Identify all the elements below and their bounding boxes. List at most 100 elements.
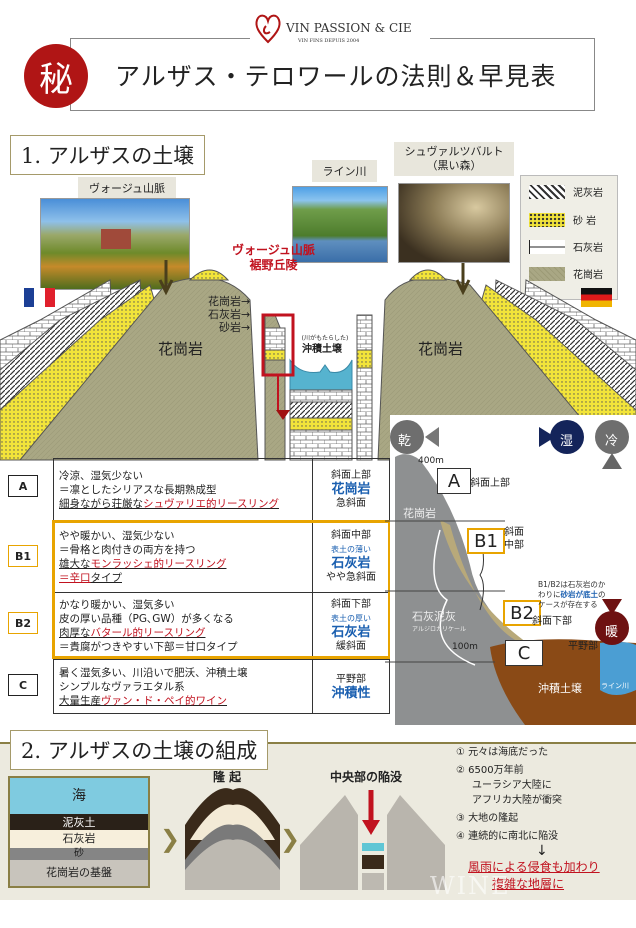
legend-marl: 泥灰岩: [573, 188, 603, 199]
desc-line: かなり暖かい、湿気多い: [59, 599, 175, 611]
style-red: モンラッシェ的リースリング: [90, 557, 227, 570]
slope-position: 斜面中部: [331, 529, 371, 541]
step-4: ④ 連続的に南北に陥没: [456, 831, 559, 842]
style-red: バタール的リースリング: [90, 627, 206, 639]
alluvial-label: 沖積土壌: [302, 344, 342, 355]
section2-rule: [0, 742, 636, 744]
soil-type: 石灰岩: [331, 555, 371, 571]
strata-sand: 砂: [10, 848, 148, 860]
desc-line: ＝凛としたシリアスな長期熟成型: [59, 483, 217, 496]
slope-marker-b2: B2: [503, 600, 541, 626]
wet-circle: [550, 420, 584, 454]
note-post: のケースが存在する: [538, 590, 606, 609]
alluvial-note: (川がもたらした): [301, 335, 349, 342]
terrain-cell: 平野部沖積性: [312, 659, 390, 714]
soil-note: 表土の厚い: [331, 614, 371, 623]
granite-right-label: 花崗岩: [418, 340, 464, 358]
extra-black: ＝貴腐がつきやすい下部＝甘口タイプ: [59, 641, 238, 653]
warm-label: 暖: [605, 625, 619, 640]
style-red: シュヴァリエ的リースリング: [143, 497, 279, 510]
slope-marker-label: 平野部: [568, 641, 598, 652]
initial-strata: 海 泥灰土 石灰岩 砂 花崗岩の基盤: [8, 776, 150, 888]
description-cell: やや暖かい、湿気少ない＝骨格と肉付きの両方を持つ雄大なモンラッシェ的リースリング…: [53, 520, 313, 593]
style-extra: ＝辛口タイプ: [59, 571, 307, 585]
uplift-label: 隆 起: [213, 770, 242, 784]
layer-label-granite: 花崗岩→: [208, 295, 251, 308]
schwarzwald-photo: [398, 183, 510, 263]
table-row: やや暖かい、湿気少ない＝骨格と肉付きの両方を持つ雄大なモンラッシェ的リースリング…: [53, 520, 390, 593]
desc-line: 暑く湿気多い、川沿いで肥沃、沖積土壌: [59, 666, 248, 679]
style-red: ヴァン・ド・ペイ的ワイン: [101, 694, 227, 707]
france-flag-icon: [24, 288, 55, 307]
cold-circle: [595, 420, 629, 454]
section2-title: 2. アルザスの土壌の組成: [10, 730, 269, 770]
extra-black: タイプ: [90, 571, 123, 584]
subsidence-diagram: [300, 790, 445, 890]
strata-marl: 泥灰土: [10, 814, 148, 830]
down-arrow-icon: [276, 410, 290, 420]
row-tag-b1: B1: [8, 545, 38, 567]
soil-legend: 泥灰岩 砂 岩 石灰岩 花崗岩: [520, 175, 618, 300]
strata-granite-base: 花崗岩の基盤: [10, 860, 148, 886]
sandstone-swatch: [529, 212, 565, 227]
conclusion-line1: 風雨による侵食も加わり: [468, 860, 600, 874]
marl-zone-sub: アルジロカリケール: [412, 626, 466, 633]
down-arrow-glyph: ↓: [536, 843, 548, 859]
wine-style: 大量生産ヴァン・ド・ペイ的ワイン: [59, 694, 307, 708]
desc-line: 皮の厚い品種（PG､GW）が多くなる: [59, 613, 234, 625]
slope-marker-b1: B1: [467, 528, 505, 554]
granite-zone-label: 花崗岩: [403, 507, 436, 520]
legend-granite: 花崗岩: [573, 270, 603, 281]
marl-swatch: [529, 184, 565, 199]
desc-line: 冷涼、湿気少ない: [59, 469, 143, 482]
step-2-line2: ユーラシア大陸に: [472, 780, 552, 791]
granite-left-label: 花崗岩: [158, 340, 204, 358]
rhine-photo: [292, 186, 388, 263]
note-blue: 砂岩が底土: [560, 590, 599, 599]
slope-diagram: [385, 415, 636, 725]
section1-title: 1. アルザスの土壌: [10, 135, 206, 175]
foothills-label-line1: ヴォージュ山脈: [232, 243, 315, 257]
slope-grade: やや急斜面: [326, 571, 376, 583]
secret-seal: 秘: [24, 44, 88, 108]
slope-marker-label: 斜面上部: [470, 478, 510, 489]
desc-line: シンプルなヴァラエタル系: [59, 680, 185, 693]
layer-label-sandstone: 砂岩→: [219, 321, 251, 334]
slope-marker-c: C: [505, 640, 543, 666]
note-pre: B1/B2は石灰岩のかわりに: [538, 580, 606, 599]
legend-sandstone: 砂 岩: [573, 216, 597, 227]
warm-circle: [595, 611, 629, 645]
row-tag-b2: B2: [8, 612, 38, 634]
foothills-label-line2: 裾野丘陵: [249, 258, 298, 272]
rhine-zone-label: ライン川: [601, 682, 629, 690]
wine-style: 肉厚なバタール的リースリング: [59, 626, 307, 640]
dry-circle: [390, 420, 424, 454]
style-black: 肉厚な: [59, 627, 91, 639]
logo-sub: VIN FINS DEPUIS 2004: [298, 38, 360, 44]
legend-limestone: 石灰岩: [573, 243, 603, 254]
arrow-right-icon: ❯: [160, 825, 181, 853]
wine-style: 雄大なモンラッシェ的リースリング: [59, 557, 307, 571]
description-cell: かなり暖かい、湿気多い皮の厚い品種（PG､GW）が多くなる肉厚なバタール的リース…: [53, 592, 313, 660]
slope-position: 平野部: [336, 673, 366, 685]
watermark: WINE REPORT: [430, 872, 548, 928]
terrain-cell: 斜面上部花崗岩急斜面: [312, 458, 390, 521]
wet-label: 湿: [560, 434, 574, 449]
desc-line: ＝骨格と肉付きの両方を持つ: [59, 543, 196, 556]
rhine-label: ライン川: [312, 160, 377, 182]
extra-red: ＝辛口: [59, 571, 91, 584]
table-row: かなり暖かい、湿気多い皮の厚い品種（PG､GW）が多くなる肉厚なバタール的リース…: [53, 592, 390, 660]
altitude-top: 400m: [418, 456, 444, 466]
page-title: アルザス・テロワールの法則＆早見表: [115, 62, 557, 91]
uplift-diagram: [185, 788, 280, 890]
soil-type: 花崗岩: [331, 481, 371, 497]
slope-grade: 緩斜面: [336, 641, 366, 652]
step-3: ③ 大地の隆起: [456, 813, 519, 824]
granite-swatch: [529, 266, 565, 281]
slope-marker-label: 斜面中部: [504, 527, 524, 551]
logo-name: VIN PASSION & CIE: [286, 21, 412, 35]
foothills-label: ヴォージュ山脈 裾野丘陵: [232, 243, 315, 273]
schwarzwald-sub: （黒い森）: [426, 159, 482, 172]
desc-line: やや暖かい、湿気少ない: [59, 529, 175, 542]
strata-limestone: 石灰岩: [10, 830, 148, 848]
